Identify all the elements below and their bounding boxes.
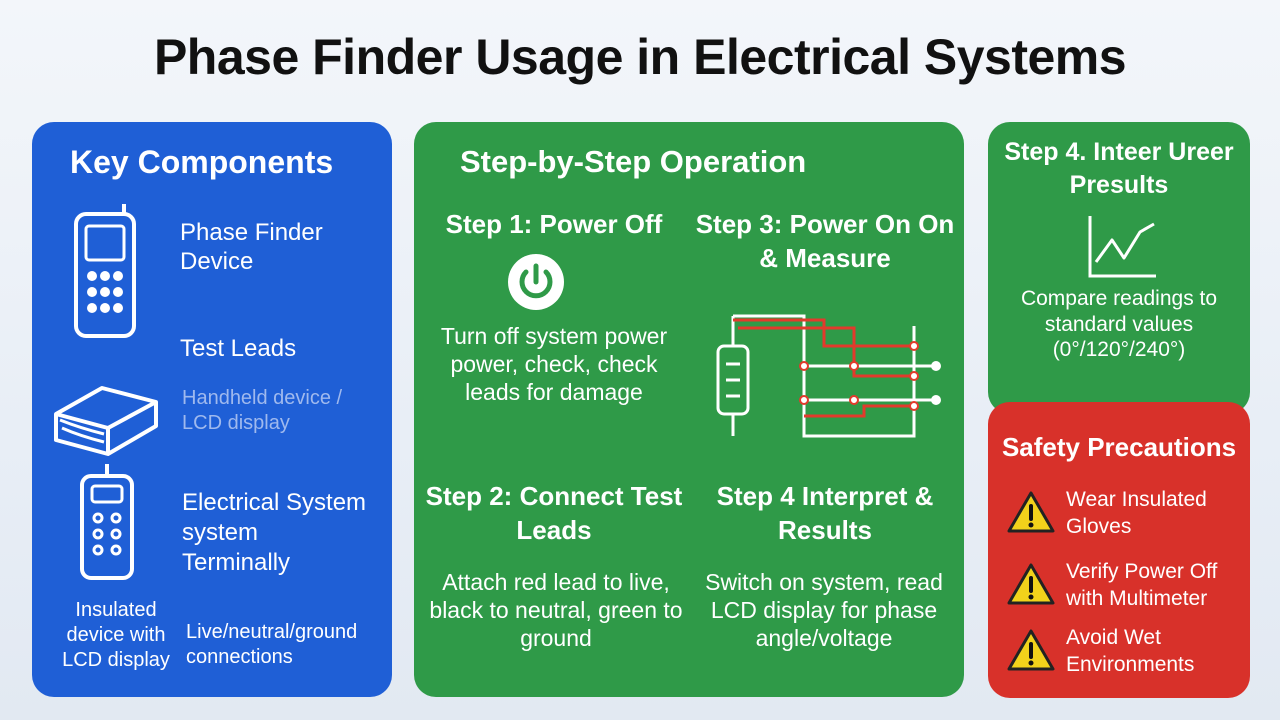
phase-finder-device-label: Phase Finder Device [180,219,323,276]
power-icon [508,254,564,310]
electrical-system-label-3: Terminally [182,549,291,576]
step2-body: Attach red lead to live, black to neutra… [429,569,683,652]
safety-item-text: Wear Insulated Gloves [1066,488,1207,539]
interpret-results-panel: Step 4. Inteer Ureer Presults Compare re… [988,122,1250,414]
key-components-heading: Key Components [70,144,334,180]
warning-icon [1007,491,1055,533]
step1-title: Step 1: Power Off [445,209,663,239]
terminal-device-icon [80,464,134,580]
test-leads-icon [54,386,158,456]
line-chart-icon [1088,216,1156,278]
test-leads-label: Test Leads [180,335,297,362]
safety-item-text: Avoid Wet Environments [1066,626,1195,677]
insulated-device-caption: Insulated device with LCD display [62,599,170,671]
warning-icon [1007,629,1055,671]
results-heading: Step 4. Inteer Ureer Presults [1004,138,1234,199]
operation-heading: Step-by-Step Operation [460,144,807,179]
step2-title: Step 2: Connect Test Leads [425,481,683,545]
step4-title: Step 4 Interpret & Results [716,481,934,545]
step3-title: Step 3: Power On On & Measure [695,209,955,273]
electrical-system-label-2: system [182,519,259,546]
safety-item: Wear Insulated Gloves [1006,486,1246,546]
step-by-step-panel: Step-by-Step Operation Step 1: Power Off… [414,122,964,697]
step4-body: Switch on system, read LCD display for p… [705,569,943,652]
safety-item-text: Verify Power Off with Multimeter [1066,560,1218,611]
test-leads-sublabel: Handheld device / LCD display [182,387,343,434]
safety-heading: Safety Precautions [1001,432,1237,462]
connections-caption: Live/neutral/ground connections [186,621,358,668]
safety-item: Avoid Wet Environments [1006,624,1246,684]
measurement-circuit-icon [716,314,941,438]
warning-icon [1007,563,1055,605]
results-body: Compare readings to standard values (0°/… [1020,287,1218,362]
safety-precautions-panel: Safety Precautions Wear Insulated Gloves… [988,402,1250,698]
key-components-panel: Key Components Phase Finder Device Test … [32,122,392,697]
step1-body: Turn off system power power, check, chec… [440,323,668,406]
electrical-system-label: Electrical System [182,489,367,516]
phase-finder-device-icon [74,204,136,338]
safety-item: Verify Power Off with Multimeter [1006,558,1246,618]
page-title: Phase Finder Usage in Electrical Systems [153,29,1127,85]
